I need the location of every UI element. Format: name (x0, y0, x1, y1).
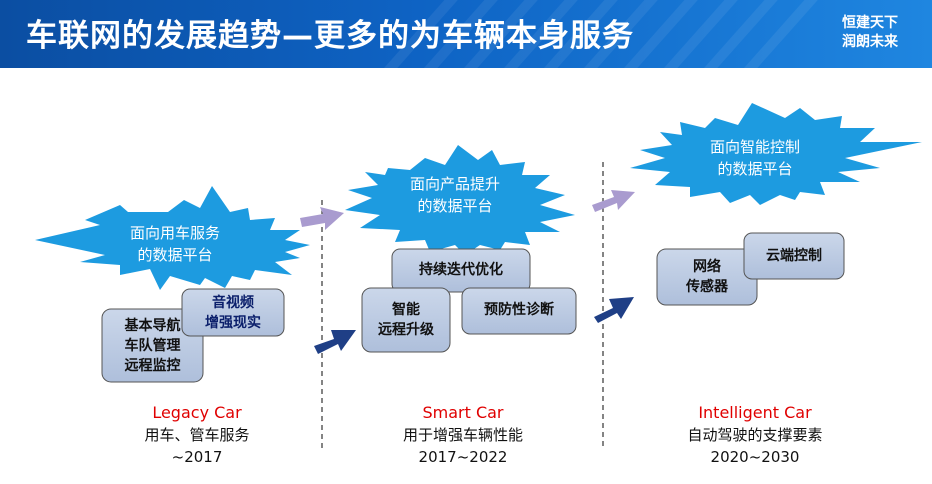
era-1-name: Legacy Car (152, 403, 242, 422)
era-3-period: 2020~2030 (710, 448, 800, 466)
box-ota-line-1: 智能 (392, 302, 420, 318)
cloud-1-line-1: 面向用车服务 (129, 224, 220, 242)
cloud-shape-3 (630, 103, 922, 205)
cloud-label-1: 面向用车服务 的数据平台 (100, 222, 250, 266)
page-title: 车联网的发展趋势—更多的为车辆本身服务 (26, 18, 634, 54)
slogan: 恒建天下 润朗未来 (842, 14, 898, 52)
era-smart: Smart Car 用于增强车辆性能 2017~2022 (363, 402, 563, 468)
box-nav-label: 基本导航 车队管理 远程监控 (102, 316, 203, 376)
slogan-line-2: 润朗未来 (842, 34, 898, 50)
cloud-shape-2 (345, 145, 575, 255)
cloud-label-3: 面向智能控制 的数据平台 (680, 136, 830, 180)
era-3-name: Intelligent Car (698, 403, 812, 422)
arrow-dark-2 (594, 297, 634, 323)
box-nav (101, 308, 204, 383)
box-ota-line-2: 远程升级 (378, 322, 434, 338)
cloud-2-line-2: 的数据平台 (417, 197, 493, 215)
cloud-1-line-2: 的数据平台 (137, 246, 213, 264)
box-av-label: 音视频 增强现实 (182, 293, 284, 333)
era-2-name: Smart Car (422, 403, 504, 422)
box-ota-label: 智能 远程升级 (362, 300, 450, 340)
era-1-period: ~2017 (171, 448, 223, 466)
cloud-shape-1 (35, 186, 310, 290)
box-nav-line-2: 车队管理 (124, 338, 181, 354)
box-nav-line-3: 远程监控 (124, 358, 181, 374)
cloud-label-2: 面向产品提升 的数据平台 (380, 173, 530, 217)
slogan-line-1: 恒建天下 (842, 15, 898, 31)
box-ota (361, 287, 451, 353)
box-diag-line-1: 预防性诊断 (484, 302, 554, 318)
box-iterate-line-1: 持续迭代优化 (419, 262, 503, 278)
box-av-line-1: 音视频 (212, 295, 254, 311)
box-cloud-ctrl-label: 云端控制 (744, 246, 844, 266)
arrow-light-1 (300, 207, 344, 230)
box-nav-line-1: 基本导航 (124, 318, 181, 334)
box-av (181, 288, 285, 337)
era-legacy: Legacy Car 用车、管车服务 ~2017 (97, 402, 297, 468)
era-2-desc: 用于增强车辆性能 (402, 426, 523, 444)
box-iterate (391, 248, 531, 293)
era-2-period: 2017~2022 (418, 448, 508, 466)
box-iterate-label: 持续迭代优化 (392, 260, 530, 280)
box-cloud-ctrl-line-1: 云端控制 (766, 248, 822, 264)
box-cloud-ctrl (743, 232, 845, 280)
box-net-line-1: 网络 (693, 259, 721, 275)
box-net-label: 网络 传感器 (657, 257, 757, 297)
cloud-3-line-2: 的数据平台 (717, 160, 793, 178)
era-intelligent: Intelligent Car 自动驾驶的支撑要素 2020~2030 (655, 402, 855, 468)
era-3-desc: 自动驾驶的支撑要素 (687, 426, 823, 444)
arrow-dark-1 (314, 330, 356, 354)
box-diag-label: 预防性诊断 (462, 300, 576, 320)
cloud-3-line-1: 面向智能控制 (709, 138, 800, 156)
arrow-light-2 (592, 190, 635, 212)
era-1-desc: 用车、管车服务 (144, 426, 250, 444)
header-banner: 车联网的发展趋势—更多的为车辆本身服务 恒建天下 润朗未来 (0, 0, 932, 68)
box-av-line-2: 增强现实 (205, 315, 261, 331)
box-diag (461, 287, 577, 335)
box-net-line-2: 传感器 (686, 279, 728, 295)
cloud-2-line-1: 面向产品提升 (409, 175, 500, 193)
header-stripe-pattern (383, 0, 818, 68)
